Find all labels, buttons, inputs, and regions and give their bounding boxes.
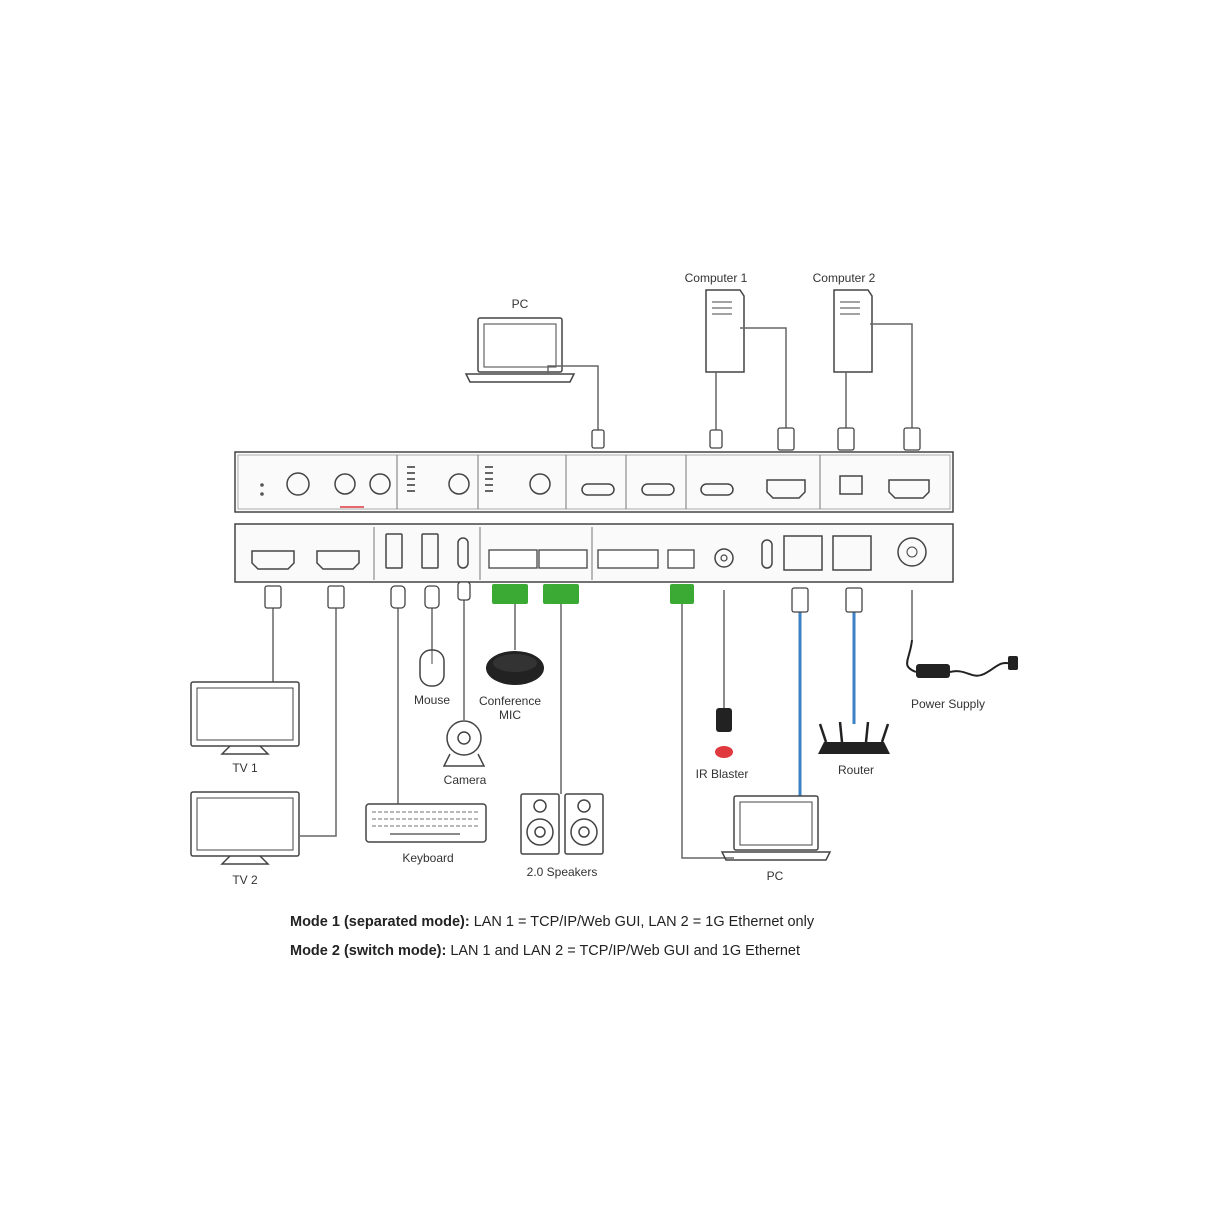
- mode2-description: LAN 1 and LAN 2 = TCP/IP/Web GUI and 1G …: [446, 943, 800, 959]
- conference-mic-device: [486, 651, 544, 685]
- computer2-label: Computer 2: [813, 271, 876, 285]
- mode1-title: Mode 1 (separated mode):: [290, 914, 470, 930]
- mode1-line: Mode 1 (separated mode): LAN 1 = TCP/IP/…: [290, 914, 814, 930]
- router-device: [818, 721, 890, 754]
- keyboard-device: [365, 803, 487, 843]
- power-supply-device: [906, 639, 1018, 678]
- ir-blaster-label: IR Blaster: [696, 767, 749, 781]
- router-label: Router: [838, 763, 874, 777]
- computer1-tower: [705, 289, 745, 373]
- power-supply-label: Power Supply: [911, 697, 985, 711]
- computer2-tower: [833, 289, 873, 373]
- mode1-description: LAN 1 = TCP/IP/Web GUI, LAN 2 = 1G Ether…: [469, 914, 815, 930]
- pc-top-laptop: [464, 317, 576, 383]
- top-connectors: [591, 427, 921, 451]
- green-terminal-plugs: [492, 584, 694, 604]
- mode2-title: Mode 2 (switch mode):: [290, 943, 447, 959]
- tv1-monitor: [190, 681, 300, 755]
- tv2-label: TV 2: [232, 873, 258, 887]
- computer1-label: Computer 1: [685, 271, 748, 285]
- bottom-cables: [272, 590, 913, 859]
- tv1-label: TV 1: [232, 761, 258, 775]
- pc-bottom-laptop: [720, 795, 832, 861]
- mode2-line: Mode 2 (switch mode): LAN 1 and LAN 2 = …: [290, 943, 800, 959]
- ir-blaster-device: [715, 708, 733, 758]
- conference-mic-label-line1: Conference: [479, 694, 541, 708]
- mouse-device: [419, 649, 445, 687]
- speakers-label: 2.0 Speakers: [527, 865, 598, 879]
- tv2-monitor: [190, 791, 300, 865]
- front-panel: [234, 451, 954, 513]
- rear-panel: [234, 523, 954, 583]
- bottom-connectors: [264, 581, 863, 613]
- camera-device: [442, 720, 486, 767]
- lan-cables: [798, 612, 856, 796]
- pc-top-label: PC: [512, 297, 529, 311]
- pc-bottom-label: PC: [767, 869, 784, 883]
- mouse-label: Mouse: [414, 693, 450, 707]
- conference-mic-label-line2: MIC: [499, 708, 521, 722]
- speakers-device: [520, 793, 604, 855]
- keyboard-label: Keyboard: [402, 851, 453, 865]
- camera-label: Camera: [444, 773, 487, 787]
- top-cables: [547, 323, 913, 430]
